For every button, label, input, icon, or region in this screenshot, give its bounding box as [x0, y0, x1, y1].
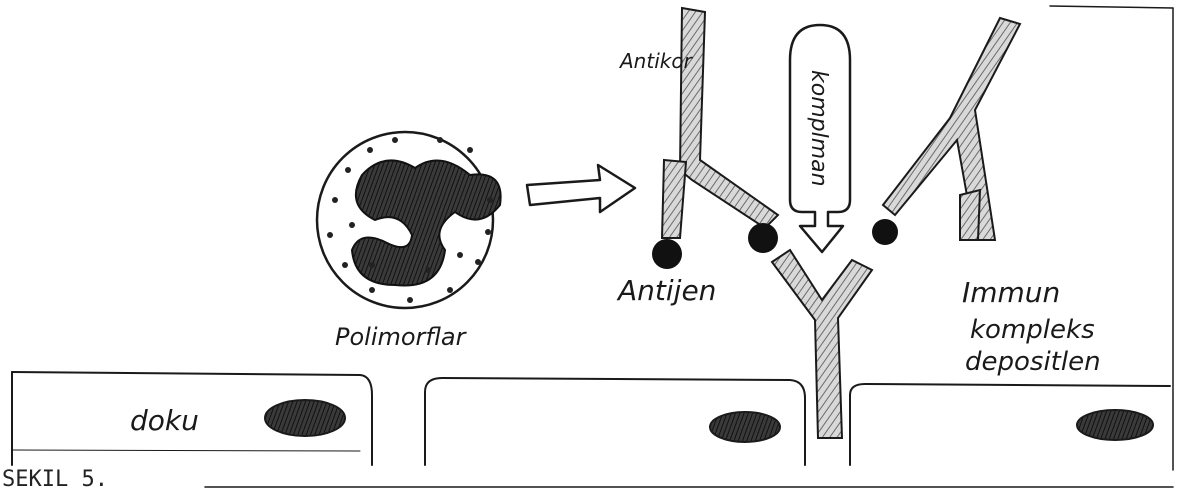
label-antijen: Antijen	[616, 274, 716, 307]
antibody-left	[662, 8, 778, 238]
label-immun: Immun	[962, 276, 1060, 309]
label-polimorflar: Polimorflar	[335, 323, 468, 351]
figure-caption: SEKIL 5.	[2, 467, 108, 491]
label-kompleks: kompleks	[970, 315, 1095, 345]
antibody-right	[883, 18, 1020, 240]
hollow-arrow-icon	[527, 165, 635, 212]
label-antikor: Antikor	[618, 49, 694, 73]
label-depositlen: depositlen	[965, 347, 1101, 377]
antibody-center	[772, 250, 872, 438]
tissue-nuclei	[265, 400, 1153, 442]
label-komplman: komplman	[806, 70, 831, 187]
polymorph-cell	[317, 132, 501, 308]
label-doku: doku	[130, 404, 199, 437]
